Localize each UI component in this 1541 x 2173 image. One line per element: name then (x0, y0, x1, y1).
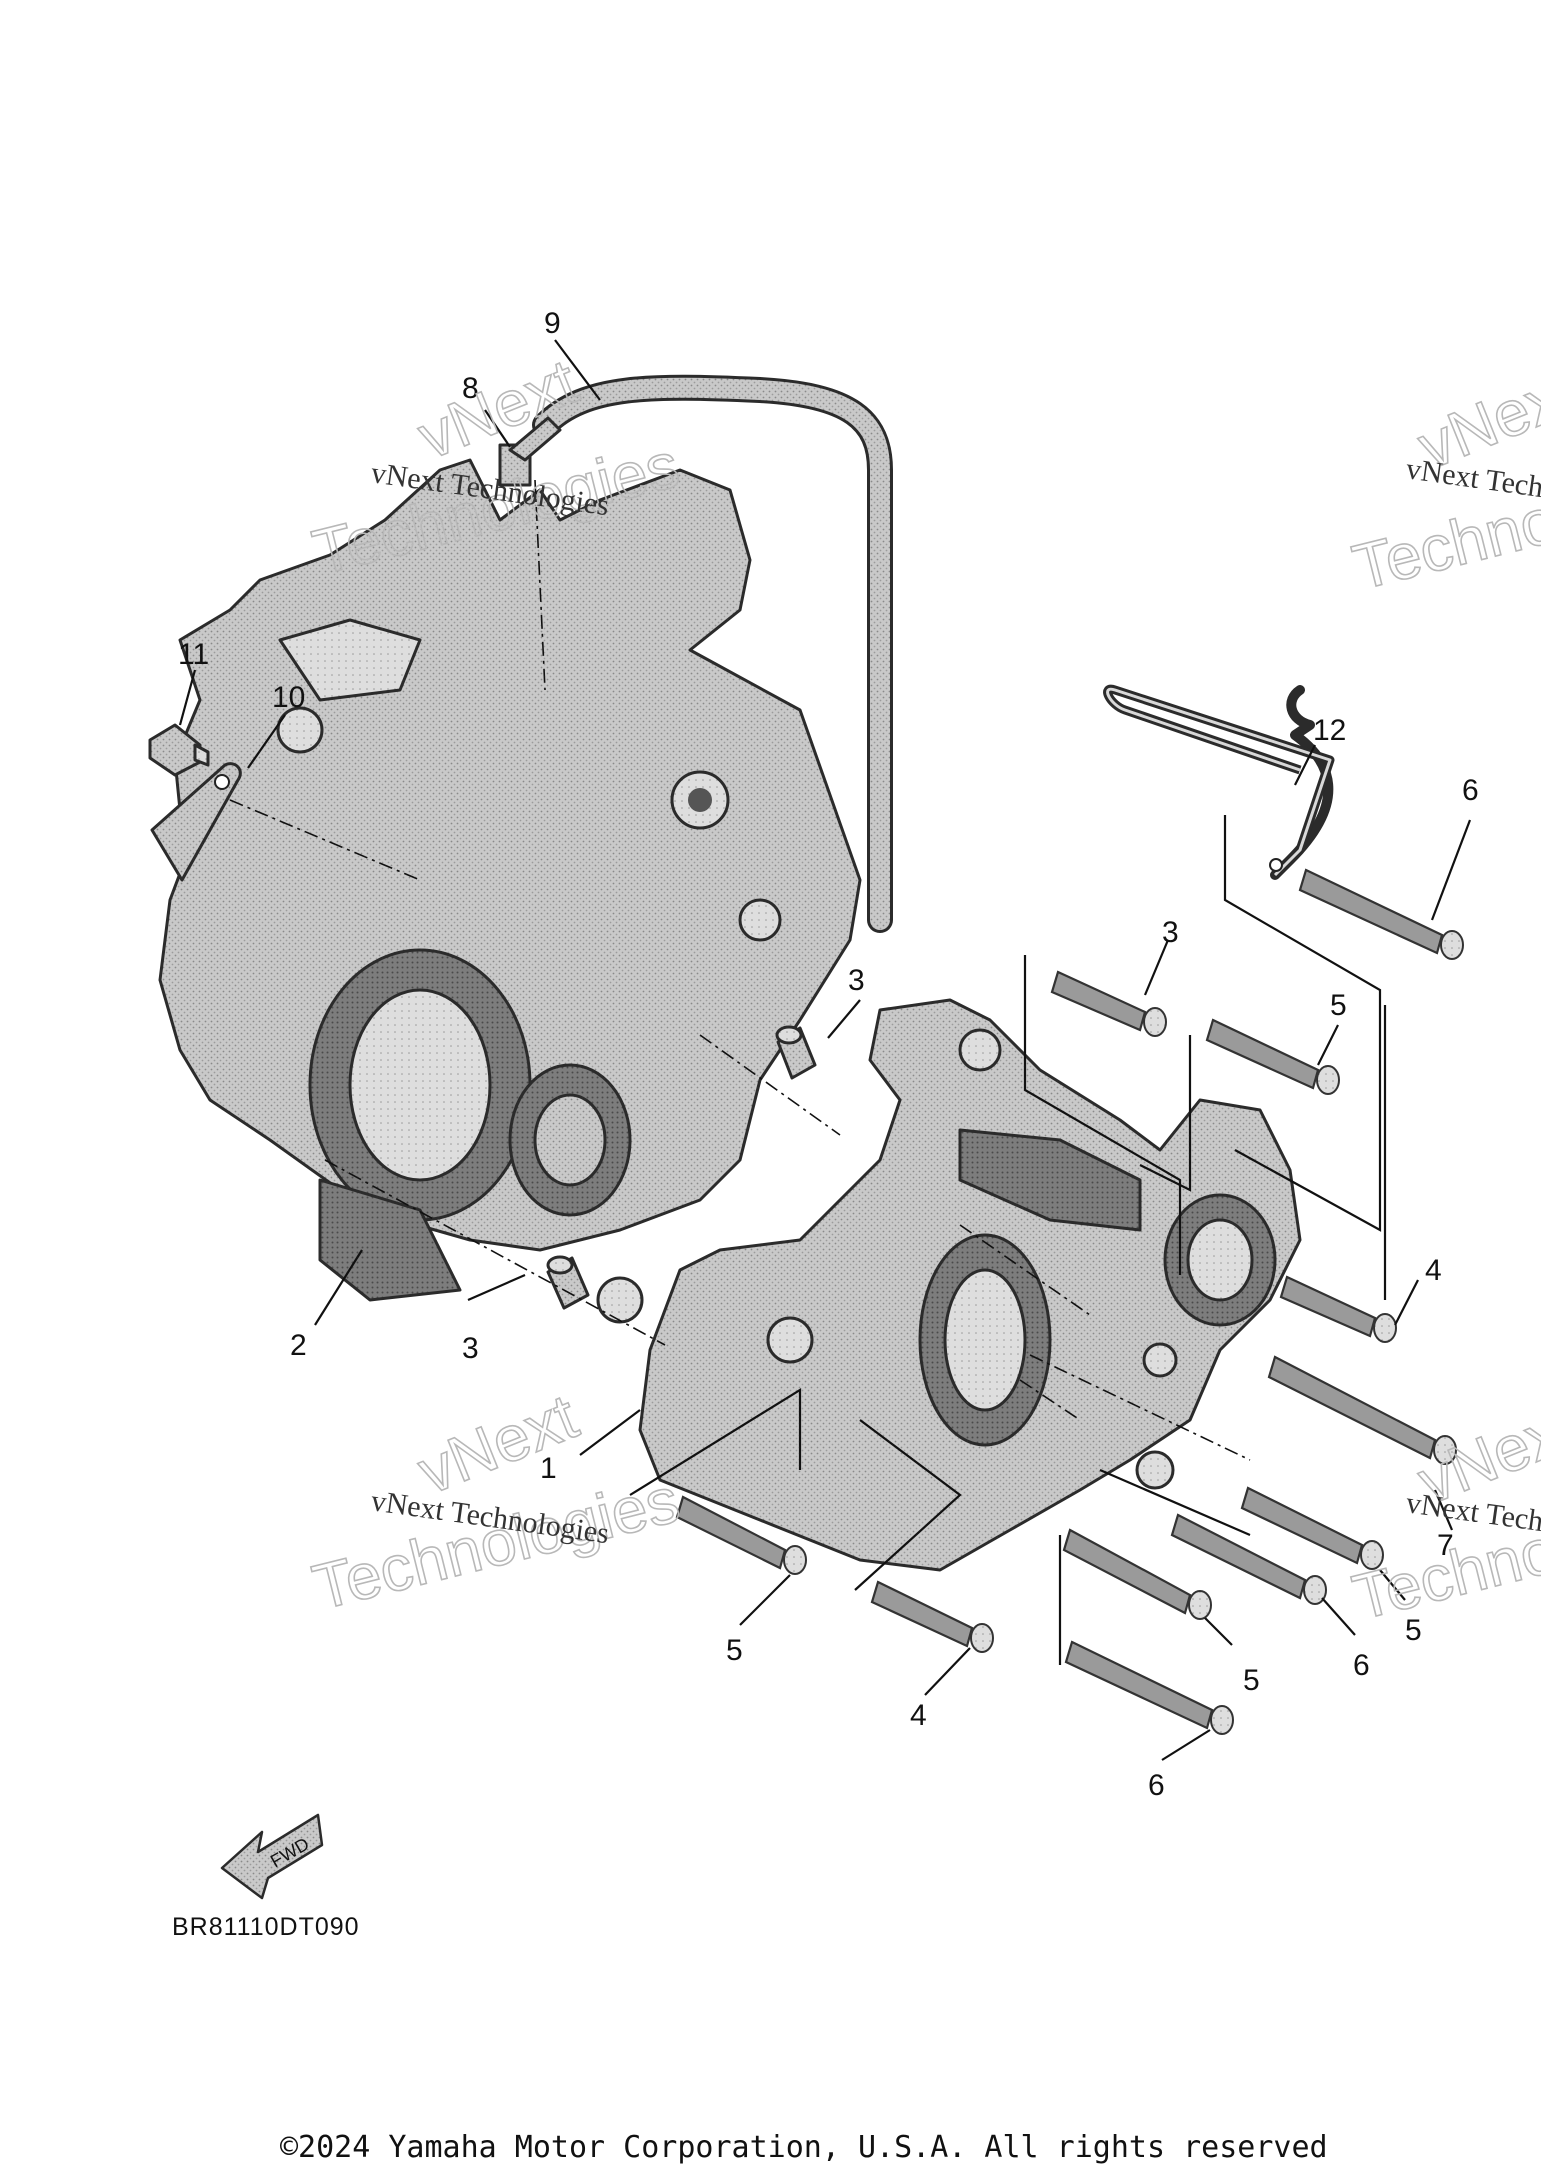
diagram-code: BR81110DT090 (172, 1913, 360, 1941)
watermark-bottom-right: vNext Technologies vNext Technologies (1345, 1389, 1541, 1634)
svg-text:vNext: vNext (408, 345, 587, 473)
callout-5: 5 (726, 1634, 743, 1667)
breather-hose (532, 374, 893, 933)
hose-stay (1103, 684, 1335, 880)
crankcase-left (158, 458, 862, 1324)
callout-12: 12 (1313, 714, 1346, 747)
callout-3: 3 (848, 964, 865, 997)
bolt-11 (148, 723, 210, 777)
bolt-5-center (1062, 1528, 1212, 1620)
callout-4: 3 (1162, 916, 1179, 949)
callout-6: 6 (1462, 774, 1479, 807)
callout-11: 11 (178, 638, 209, 671)
bolt-6-right (1170, 1513, 1327, 1605)
bolt-4-lower (870, 1580, 994, 1653)
callout-4: 4 (910, 1699, 927, 1732)
callout-2: 2 (290, 1329, 307, 1362)
callout-3: 3 (462, 1332, 479, 1365)
plate (150, 762, 242, 882)
crankcase-right (638, 998, 1302, 1572)
dowel-pin-upper (775, 1025, 817, 1080)
callout-8: 8 (462, 372, 479, 405)
watermark-top-right: vNext Technologies vNext Technologies (1345, 354, 1541, 604)
callout-6: 6 (1353, 1649, 1370, 1682)
bolt-4-upper (1050, 970, 1167, 1037)
bolt-4-right (1279, 1275, 1397, 1343)
bolt-6-upper (1298, 868, 1464, 960)
callout-5: 5 (1405, 1614, 1422, 1647)
dowel-pin-lower (546, 1255, 590, 1310)
breather-fitting (498, 416, 562, 487)
callout-10: 10 (272, 681, 305, 714)
callout-1: 1 (540, 1452, 557, 1485)
bolt-5-right (1240, 1486, 1384, 1570)
callout-6: 6 (1148, 1769, 1165, 1802)
svg-text:vNext: vNext (408, 1380, 587, 1508)
alignment-lines (229, 479, 1387, 1665)
callout-5: 5 (1243, 1664, 1260, 1697)
bolt-5-upper (1205, 1018, 1340, 1095)
bolt-5-lower-left (675, 1495, 807, 1575)
fwd-arrow-icon: FWD (220, 1813, 324, 1900)
copyright-notice: ©2024 Yamaha Motor Corporation, U.S.A. A… (280, 2130, 1328, 2165)
bolt-6-lower (1064, 1640, 1234, 1735)
bolt-7 (1267, 1355, 1457, 1465)
leader-lines (178, 339, 1472, 1761)
callout-5: 5 (1330, 989, 1347, 1022)
callout-9: 9 (544, 307, 561, 340)
watermark-bottom-left: vNext Technologies vNext Technologies (305, 1379, 687, 1624)
callout-4: 4 (1425, 1254, 1442, 1287)
callout-numbers: 9 8 11 10 12 6 3 5 3 2 3 1 4 7 5 6 5 5 4… (178, 307, 1479, 1802)
callout-7: 7 (1437, 1529, 1454, 1562)
svg-text:Technologies: Technologies (306, 1463, 686, 1623)
